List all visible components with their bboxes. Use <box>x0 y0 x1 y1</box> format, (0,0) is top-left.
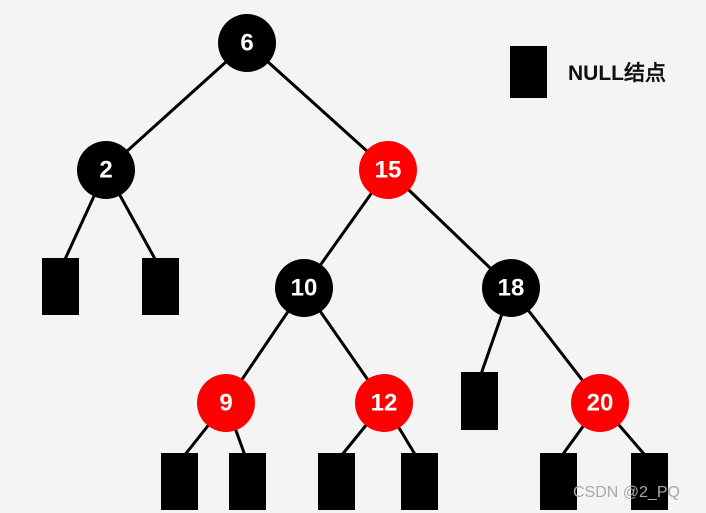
null-leaf <box>461 372 498 430</box>
tree-node-9: 9 <box>197 374 255 432</box>
node-circle <box>77 141 135 199</box>
node-label: 18 <box>498 275 525 302</box>
watermark: CSDN @2_PQ <box>573 484 680 501</box>
node-label: 12 <box>371 390 398 417</box>
null-leaf <box>401 453 438 510</box>
null-leaf <box>161 453 198 510</box>
tree-node-18: 18 <box>482 259 540 317</box>
tree-node-15: 15 <box>359 141 417 199</box>
null-leaf <box>42 258 79 315</box>
node-label: 20 <box>587 390 614 417</box>
null-leaf <box>229 453 266 510</box>
legend-null-swatch <box>510 46 547 98</box>
node-circle <box>275 259 333 317</box>
null-leaf <box>142 258 179 315</box>
null-leaf <box>318 453 355 510</box>
node-circle <box>197 374 255 432</box>
null-leaf <box>631 453 668 510</box>
tree-node-20: 20 <box>571 374 629 432</box>
tree-node-6: 6 <box>218 14 276 72</box>
node-circle <box>218 14 276 72</box>
node-label: 15 <box>375 157 402 184</box>
legend-label: NULL结点 <box>568 61 666 85</box>
null-leaves <box>42 258 668 510</box>
node-circle <box>359 141 417 199</box>
node-circle <box>482 259 540 317</box>
null-leaf <box>540 453 577 510</box>
edge-6-2 <box>104 41 249 172</box>
nodes: 6 2 15 10 18 9 <box>77 14 629 432</box>
edge-6-15 <box>245 41 390 172</box>
node-label: 2 <box>99 157 112 184</box>
tree-node-2: 2 <box>77 141 135 199</box>
node-circle <box>355 374 413 432</box>
node-label: 6 <box>240 30 253 57</box>
tree-node-12: 12 <box>355 374 413 432</box>
tree-node-10: 10 <box>275 259 333 317</box>
legend: NULL结点 <box>510 46 666 98</box>
node-label: 9 <box>219 390 232 417</box>
node-circle <box>571 374 629 432</box>
node-label: 10 <box>291 275 318 302</box>
